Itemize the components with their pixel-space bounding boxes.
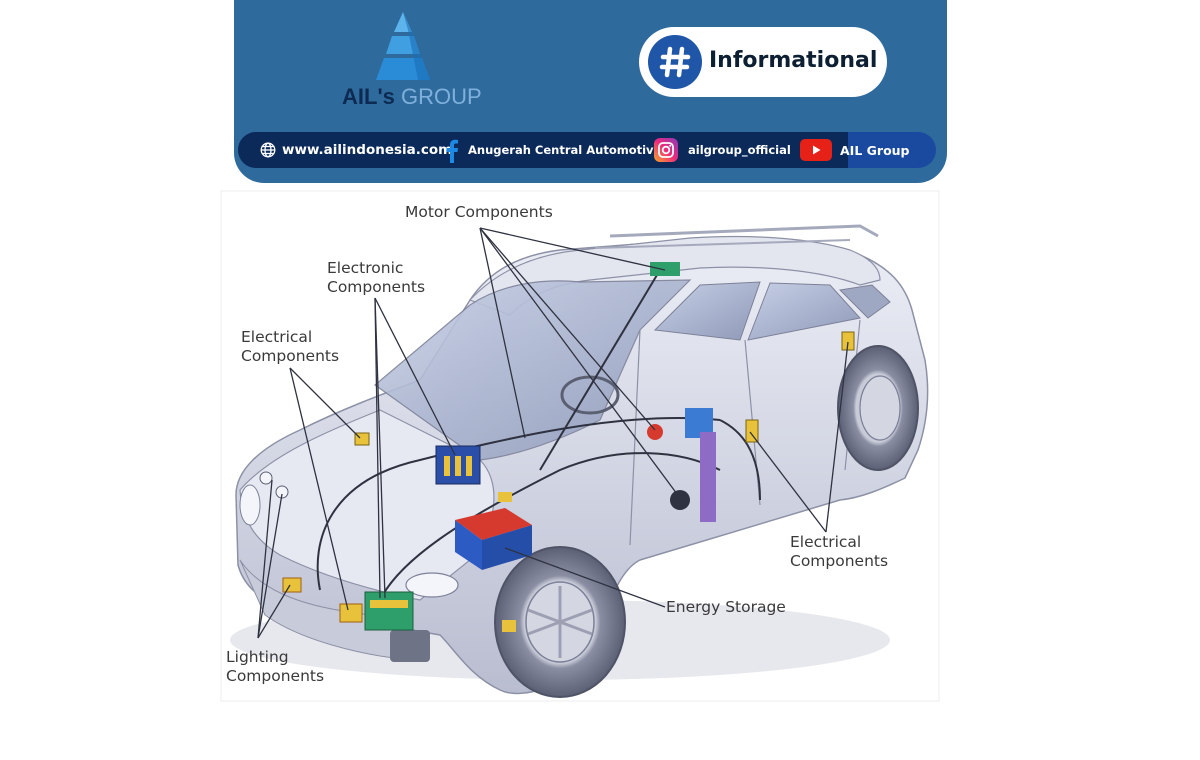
- label-electrical-components-right: Electrical Components: [790, 533, 888, 571]
- battery: [455, 508, 532, 570]
- informational-badge: Informational: [639, 27, 887, 97]
- pyramid-logo-icon: [376, 12, 430, 80]
- hash-icon: [648, 35, 702, 89]
- label-lighting-line1: Lighting: [226, 648, 289, 666]
- instagram-label: ailgroup_official: [688, 143, 791, 157]
- label-electrical-components-left: Electrical Components: [241, 328, 339, 366]
- badge-label: Informational: [709, 48, 878, 73]
- label-energy-storage: Energy Storage: [666, 598, 786, 616]
- instagram-icon: [654, 138, 678, 162]
- youtube-link[interactable]: AIL Group: [800, 132, 910, 168]
- website-label: www.ailindonesia.com: [282, 142, 453, 158]
- facebook-link[interactable]: Anugerah Central Automotive: [444, 132, 661, 168]
- website-link[interactable]: www.ailindonesia.com: [260, 132, 452, 168]
- label-electronic-components: Electronic Components: [327, 259, 425, 297]
- label-electrical-left-line2: Components: [241, 347, 340, 365]
- car-components-diagram: Motor Components Electronic Components E…: [220, 190, 940, 702]
- globe-icon: [260, 142, 276, 158]
- label-electrical-right-line2: Components: [790, 552, 889, 570]
- component-parts: [259, 262, 855, 632]
- youtube-label: AIL Group: [840, 142, 910, 158]
- social-bar: www.ailindonesia.com Anugerah Central Au…: [238, 132, 936, 168]
- label-electronic-line1: Electronic: [327, 259, 404, 277]
- car-illustration: [220, 190, 940, 702]
- youtube-icon: [800, 139, 832, 161]
- label-lighting-line2: Components: [226, 667, 325, 685]
- logo-text: AIL's GROUP: [342, 84, 482, 110]
- ail-group-logo: AIL's GROUP: [342, 10, 482, 110]
- label-motor-components: Motor Components: [405, 203, 553, 221]
- instagram-link[interactable]: ailgroup_official: [654, 132, 791, 168]
- label-lighting-components: Lighting Components: [226, 648, 324, 686]
- logo-text-group: GROUP: [401, 84, 482, 109]
- label-electrical-left-line1: Electrical: [241, 328, 313, 346]
- label-electrical-right-line1: Electrical: [790, 533, 862, 551]
- header-banner: AIL's GROUP Informational: [234, 0, 947, 183]
- logo-text-main: AIL's: [342, 84, 395, 109]
- facebook-label: Anugerah Central Automotive: [468, 143, 662, 157]
- label-electronic-line2: Components: [327, 278, 426, 296]
- facebook-icon: [446, 139, 458, 163]
- leader-lines: [257, 227, 849, 639]
